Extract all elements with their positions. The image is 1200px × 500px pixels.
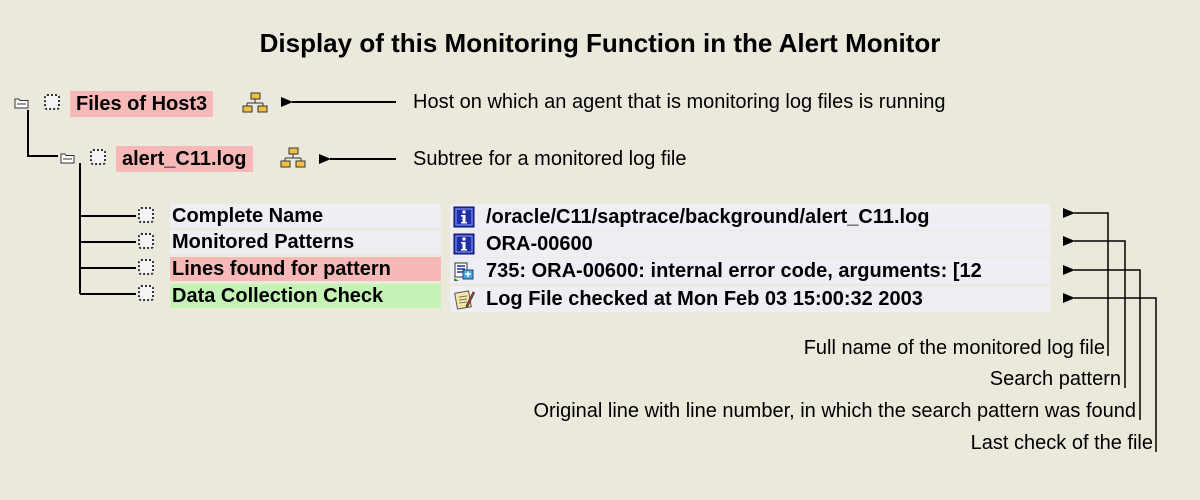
node-checkbox[interactable] — [44, 94, 60, 110]
search-pattern-bracket-arrow — [1063, 236, 1126, 388]
node-checkbox[interactable] — [90, 149, 106, 165]
info-icon — [453, 206, 475, 228]
attribute-label-data-collection-check[interactable]: Data Collection Check — [170, 284, 441, 308]
attribute-value-row[interactable]: ORA-00600 — [450, 231, 1050, 257]
attribute-value-row[interactable]: 735: ORA-00600: internal error code, arg… — [450, 258, 1050, 284]
subtree-annotation: Subtree for a monitored log file — [413, 148, 687, 170]
host-annotation: Host on which an agent that is monitorin… — [413, 91, 946, 113]
attribute-value-row[interactable]: Log File checked at Mon Feb 03 15:00:32 … — [450, 286, 1050, 312]
full-name-annotation: Full name of the monitored log file — [803, 337, 1105, 359]
attribute-checkbox[interactable] — [138, 285, 154, 301]
attribute-checkbox[interactable] — [138, 233, 154, 249]
attribute-value-text: 735: ORA-00600: internal error code, arg… — [486, 260, 982, 282]
full-name-bracket-arrow — [1063, 208, 1109, 356]
network-icon — [242, 92, 268, 113]
attribute-value-text: ORA-00600 — [486, 233, 593, 255]
child-node-label[interactable]: alert_C11.log — [116, 146, 253, 172]
attribute-value-row[interactable]: /oracle/C11/saptrace/background/alert_C1… — [450, 204, 1050, 230]
tree-lines — [27, 110, 136, 295]
network-icon — [280, 147, 306, 168]
last-check-annotation: Last check of the file — [970, 432, 1153, 454]
attribute-checkbox[interactable] — [138, 259, 154, 275]
attribute-label-monitored-patterns[interactable]: Monitored Patterns — [170, 230, 441, 254]
root-node-label[interactable]: Files of Host3 — [70, 91, 214, 117]
folder-open-icon[interactable] — [14, 97, 29, 109]
attribute-value-text: /oracle/C11/saptrace/background/alert_C1… — [486, 206, 930, 228]
notepad-icon — [454, 290, 475, 310]
folder-open-icon[interactable] — [60, 152, 75, 164]
original-line-bracket-arrow — [1063, 265, 1141, 420]
original-line-annotation: Original line with line number, in which… — [533, 400, 1136, 422]
log-lines-icon — [454, 262, 474, 281]
info-icon — [453, 233, 475, 255]
diagram-title: Display of this Monitoring Function in t… — [259, 28, 941, 58]
attribute-label-complete-name[interactable]: Complete Name — [170, 204, 441, 228]
attribute-value-text: Log File checked at Mon Feb 03 15:00:32 … — [486, 288, 923, 310]
attribute-label-lines-found[interactable]: Lines found for pattern — [170, 257, 441, 281]
search-pattern-annotation: Search pattern — [989, 368, 1121, 390]
last-check-bracket-arrow — [1063, 293, 1157, 452]
attribute-checkbox[interactable] — [138, 207, 154, 223]
